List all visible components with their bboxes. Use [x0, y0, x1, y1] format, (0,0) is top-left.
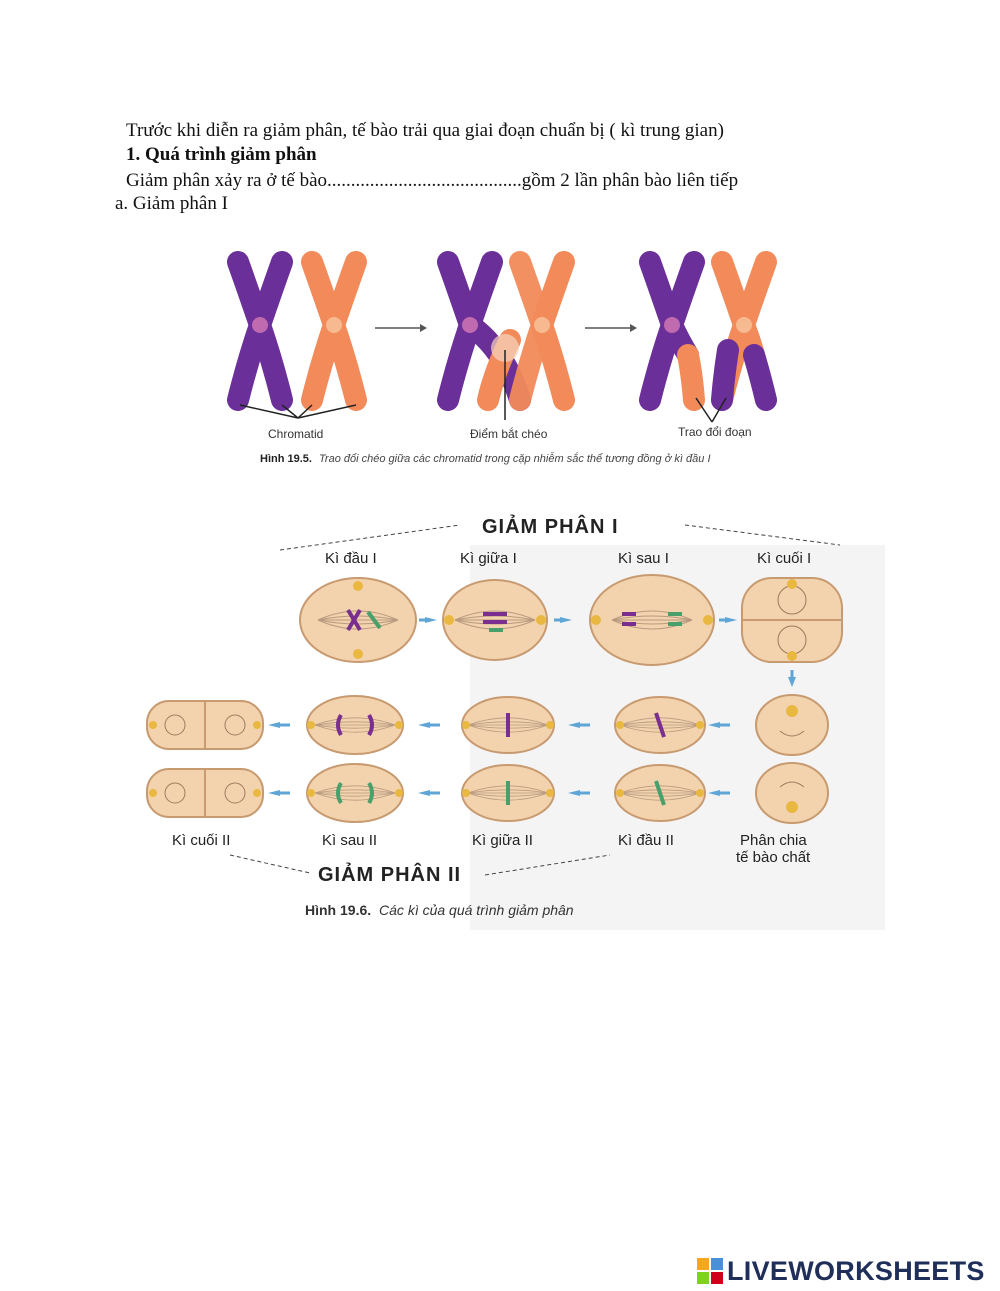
- stage-telophase-1: Kì cuối I: [757, 550, 811, 567]
- cell-telophase-1: [741, 577, 843, 663]
- crossover-figure: Chromatid Điểm bắt chéo Trao đổi đoạn Hì…: [227, 251, 777, 465]
- fill-blank-line: Giảm phân xảy ra ở tế bào...............…: [126, 170, 739, 191]
- cell-cytokinesis-b: [755, 762, 829, 824]
- cell-telophase-2-a: [146, 700, 264, 750]
- cell-metaphase-2-a: [461, 696, 555, 754]
- chromosome-pair-after: [639, 251, 777, 411]
- chromosome-pair-before: [227, 251, 367, 411]
- cell-anaphase-2-a: [306, 695, 404, 755]
- figure2-caption: Hình 19.6. Các kì của quá trình giảm phâ…: [305, 902, 574, 918]
- stage-telophase-2: Kì cuối II: [172, 832, 230, 849]
- stage-anaphase-1: Kì sau I: [618, 550, 669, 567]
- cell-metaphase-2-b: [461, 764, 555, 822]
- stage-metaphase-1: Kì giữa I: [460, 550, 517, 567]
- stage-metaphase-2: Kì giữa II: [472, 832, 533, 849]
- subsection-heading: a. Giảm phân I: [115, 193, 228, 214]
- stage-prophase-2: Kì đầu II: [618, 832, 674, 849]
- label-segment-exchange: Trao đổi đoạn: [678, 425, 752, 439]
- figure1-caption: Hình 19.5. Trao đổi chéo giữa các chroma…: [260, 452, 711, 465]
- brand-name: LIVEWORKSHEETS: [727, 1255, 985, 1286]
- cell-telophase-2-b: [146, 768, 264, 818]
- label-crossover-point: Điểm bắt chéo: [470, 426, 548, 441]
- cell-anaphase-1: [589, 574, 715, 666]
- intro-line: Trước khi diễn ra giảm phân, tế bào trải…: [126, 120, 724, 141]
- section-heading: 1. Quá trình giảm phân: [126, 144, 317, 165]
- chromosome-pair-crossing: [437, 251, 575, 411]
- cell-metaphase-1: [442, 579, 548, 661]
- meiosis-stages-figure: GIẢM PHÂN I Kì đầu I Kì giữa I Kì sau I …: [146, 514, 885, 930]
- cell-prophase-2-a: [614, 696, 706, 754]
- cell-cytokinesis-a: [755, 694, 829, 756]
- stage-anaphase-2: Kì sau II: [322, 832, 377, 849]
- meiosis-two-title: GIẢM PHÂN II: [318, 862, 461, 886]
- cell-anaphase-2-b: [306, 763, 404, 823]
- cell-prophase-1: [299, 577, 417, 663]
- brand-logo: LIVEWORKSHEETS: [697, 1254, 985, 1288]
- stage-prophase-1: Kì đầu I: [325, 550, 377, 567]
- meiosis-one-title: GIẢM PHÂN I: [482, 514, 619, 538]
- label-chromatid: Chromatid: [268, 427, 323, 441]
- liveworksheets-logo-icon: [697, 1258, 723, 1284]
- stage-cytokinesis-line1: Phân chia: [740, 832, 807, 849]
- stage-cytokinesis-line2: tế bào chất: [736, 849, 811, 866]
- cell-prophase-2-b: [614, 764, 706, 822]
